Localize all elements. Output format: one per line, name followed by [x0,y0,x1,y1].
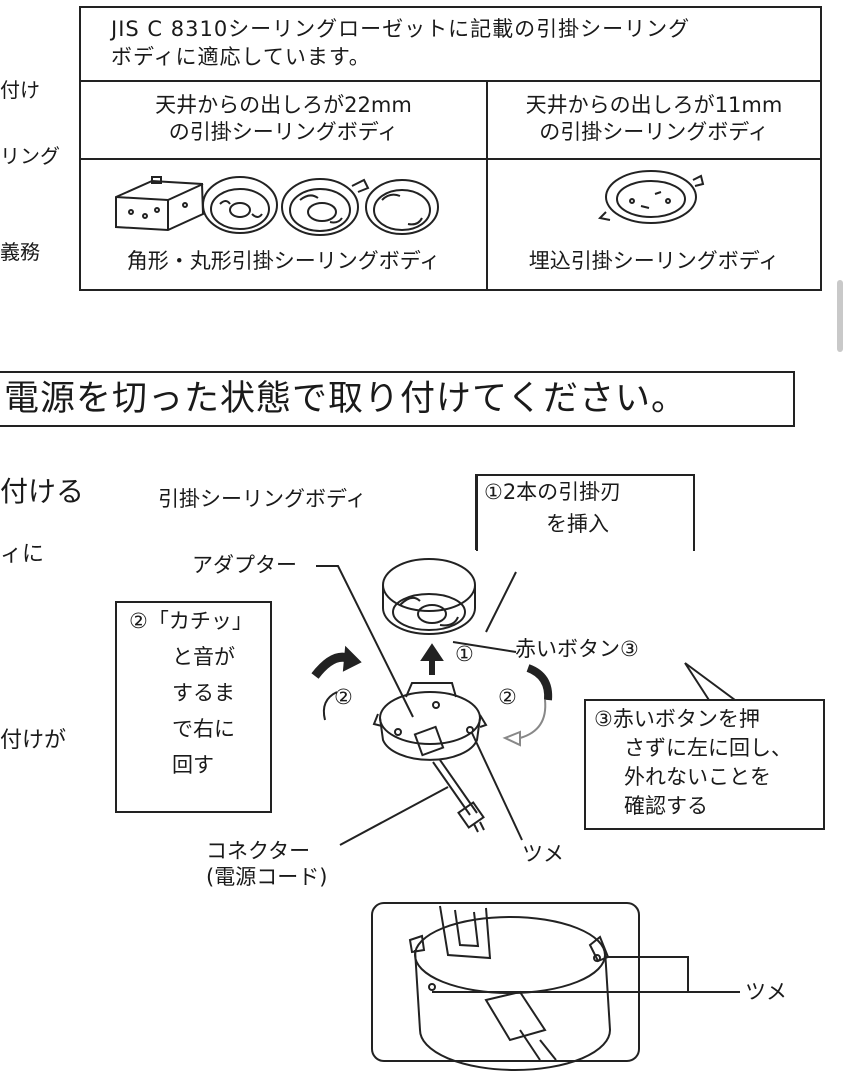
detail-frame [371,902,640,1062]
label-connector-line-2: (電源コード) [206,865,328,889]
label-tab-detail: ツメ [745,980,787,1004]
callout-check-line-4: 確認する [624,794,708,818]
left-fragment-4: 付ける [0,475,85,508]
table-header: JIS C 8310シーリングローゼットに記載の引掛シーリング ボディに適応して… [81,8,820,82]
adapter-illustration [372,682,488,761]
col1-label: 角形・丸形引掛シーリングボディ [126,249,441,273]
callout-rotate-line-3: するま [172,681,235,705]
callout-check-lock: ③赤いボタンを押 さずに左に回し、 外れないことを 確認する [584,699,825,830]
label-connector: コネクター (電源コード) [206,838,327,890]
adapter-detail-illustration [408,905,612,1071]
callout-check-line-2: さずに左に回し、 [624,736,792,760]
left-fragment-2: リング [0,144,60,168]
step2-mark-left: ② [334,685,353,709]
compatibility-table: JIS C 8310シーリングローゼットに記載の引掛シーリング ボディに適応して… [79,6,822,291]
label-adapter: アダプター [192,553,297,577]
callout-insert-line-2: を挿入 [546,512,609,536]
col2-header-line-1: 天井からの出しろが11mm [525,93,783,117]
callout-insert-blades: ①2本の引掛刃 を挿入 [476,474,695,551]
table-header-line-2: ボディに適応しています。 [111,45,371,69]
label-ceiling-body: 引掛シーリングボディ [158,487,367,511]
round-ceiling-body-3-illustration [365,179,439,235]
section-heading: 電源を切った状態で取り付けてください。 [0,371,795,427]
recessed-ceiling-body-illustration [597,170,705,224]
callout-rotate-line-4: で右に [172,717,235,741]
round-ceiling-body-2-illustration [281,178,370,236]
col1-header-line-1: 天井からの出しろが22mm [155,93,412,117]
square-ceiling-body-illustration [115,176,205,232]
label-tab: ツメ [522,842,564,866]
col2-header-line-2: の引掛シーリングボディ [539,120,769,144]
callout-check-line-3: 外れないことを [624,765,771,789]
left-fragment-6: 付けが [0,728,67,753]
callout-rotate-line-1: ②「カチッ」 [129,609,253,633]
round-ceiling-body-1-illustration [202,176,278,234]
step1-mark: ① [455,642,474,666]
step2-mark-right: ② [498,685,517,709]
label-connector-line-1: コネクター [206,839,311,863]
left-fragment-3: 義務 [0,240,40,264]
callout-rotate-line-2: と音が [172,645,235,669]
ceiling-body-illustration [382,558,476,635]
label-red-button: 赤いボタン③ [515,637,639,661]
table-divider-horizontal [81,158,820,160]
left-fragment-5: ィに [0,542,45,567]
col2-label: 埋込引掛シーリングボディ [528,249,780,273]
col1-header-line-2: の引掛シーリングボディ [168,120,399,144]
col1-header: 天井からの出しろが22mm の引掛シーリングボディ [81,92,486,146]
callout-insert-line-1: ①2本の引掛刃 [484,480,622,504]
callout-rotate-line-5: 回す [172,753,214,777]
callout-rotate-right: ②「カチッ」 と音が するま で右に 回す [115,601,272,813]
left-fragment-1: 付け [0,78,40,102]
table-header-line-1: JIS C 8310シーリングローゼットに記載の引掛シーリング [111,17,691,41]
table-divider-vertical [486,82,488,289]
callout-check-line-1: ③赤いボタンを押 [594,707,760,731]
col2-header: 天井からの出しろが11mm の引掛シーリングボディ [488,92,820,146]
scrollbar-thumb[interactable] [837,280,843,352]
